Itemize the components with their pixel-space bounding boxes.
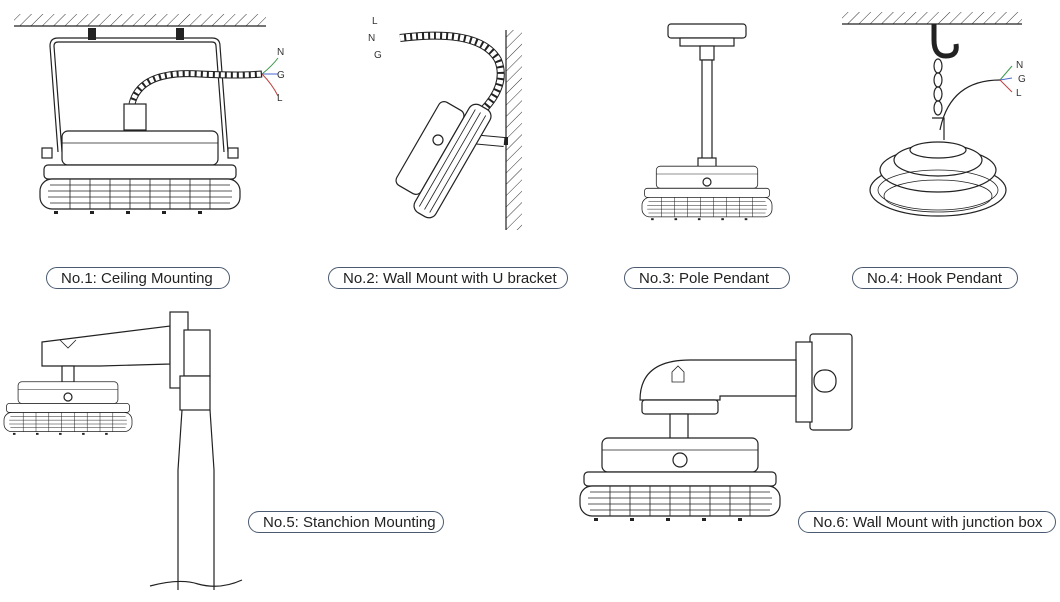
ceiling-mount-drawing bbox=[14, 14, 279, 215]
wire-label-g: G bbox=[374, 50, 382, 61]
hook-pendant-drawing bbox=[842, 12, 1022, 217]
pole-pendant-drawing bbox=[641, 23, 773, 221]
wire-label-n: N bbox=[277, 47, 284, 58]
caption-wall-mount-u-bracket: No.2: Wall Mount with U bracket bbox=[328, 267, 568, 289]
wire-label-l: L bbox=[372, 16, 378, 27]
wire-label-n: N bbox=[1016, 60, 1023, 71]
wire-labels-2: L N G bbox=[368, 16, 382, 61]
wire-label-g: G bbox=[277, 70, 285, 81]
wire-labels-1: N G L bbox=[277, 47, 285, 104]
wire-label-l: L bbox=[277, 93, 283, 104]
caption-hook-pendant: No.4: Hook Pendant bbox=[852, 267, 1018, 289]
caption-stanchion-mounting: No.5: Stanchion Mounting bbox=[248, 511, 444, 533]
wire-label-n: N bbox=[368, 33, 375, 44]
caption-wall-mount-junction-box: No.6: Wall Mount with junction box bbox=[798, 511, 1056, 533]
wall-mount-junction-box-drawing bbox=[579, 333, 853, 522]
stanchion-mount-drawing bbox=[3, 311, 243, 590]
wire-label-g: G bbox=[1018, 74, 1026, 85]
wire-label-l: L bbox=[1016, 88, 1022, 99]
caption-ceiling-mounting: No.1: Ceiling Mounting bbox=[46, 267, 230, 289]
wall-mount-u-bracket-drawing bbox=[395, 30, 522, 230]
caption-pole-pendant: No.3: Pole Pendant bbox=[624, 267, 790, 289]
wire-labels-4: N G L bbox=[1016, 60, 1026, 99]
